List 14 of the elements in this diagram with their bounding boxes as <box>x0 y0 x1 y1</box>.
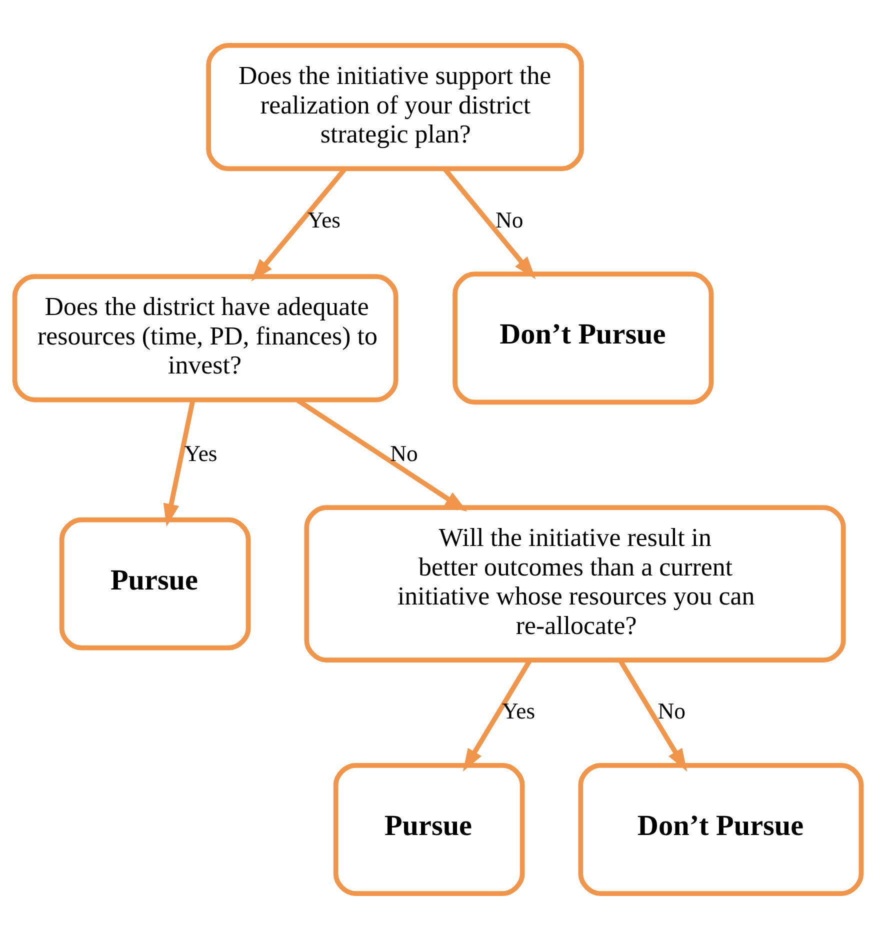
edge-label: No <box>658 698 686 724</box>
node-box: Pursue <box>59 517 251 650</box>
node-box: Pursue <box>333 762 525 896</box>
node-box: Don’t Pursue <box>578 762 864 896</box>
edge-label: Yes <box>184 440 218 466</box>
edge-label: No <box>390 440 418 466</box>
edge-label: Yes <box>502 698 536 724</box>
node-box: Will the initiative result in better outcomes than a current initiative whose resources you can re-allocate? <box>304 505 846 662</box>
node-box: Don’t Pursue <box>452 272 714 405</box>
node-box: Does the district have adequate resources (time, PD, finances) to invest? <box>12 274 398 402</box>
node-box: Does the initiative support the realization of your district strategic plan? <box>206 43 584 172</box>
edge-label: No <box>496 207 524 232</box>
edge-label: Yes <box>307 207 340 232</box>
arrow <box>163 400 196 527</box>
